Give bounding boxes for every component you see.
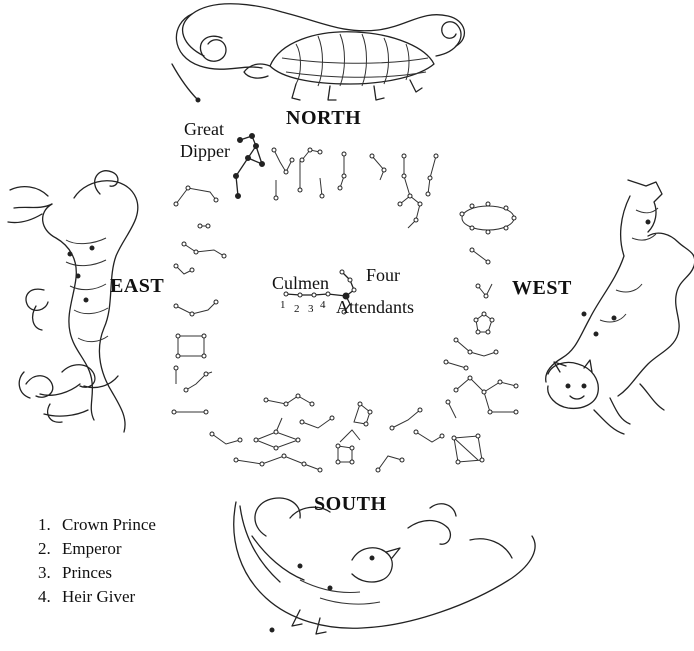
- east-label: EAST: [110, 276, 164, 296]
- culmen-number-3: 3: [308, 304, 314, 315]
- great-dipper-label-line2: Dipper: [180, 142, 230, 160]
- legend-text: Princes: [62, 563, 112, 582]
- culmen-label: Culmen: [272, 274, 329, 292]
- tiger-icon: [546, 180, 694, 434]
- legend: 1.Crown Prince 2.Emperor 3.Princes 4.Hei…: [38, 513, 156, 609]
- west-label: WEST: [512, 278, 572, 298]
- legend-item: 3.Princes: [38, 561, 156, 585]
- four-attendants-label-line1: Four: [366, 266, 400, 284]
- legend-item: 1.Crown Prince: [38, 513, 156, 537]
- tortoise-snake-icon: [172, 4, 464, 102]
- great-dipper-label-line1: Great: [184, 120, 224, 138]
- legend-text: Emperor: [62, 539, 121, 558]
- legend-item: 2.Emperor: [38, 537, 156, 561]
- south-label: SOUTH: [314, 494, 387, 514]
- bird-icon: [234, 498, 535, 634]
- culmen-number-1: 1: [280, 300, 286, 311]
- legend-number: 1.: [38, 513, 62, 537]
- culmen-number-4: 4: [320, 300, 326, 311]
- legend-number: 4.: [38, 585, 62, 609]
- great-dipper-asterism: [234, 134, 265, 199]
- legend-text: Heir Giver: [62, 587, 135, 606]
- legend-number: 2.: [38, 537, 62, 561]
- dragon-icon: [8, 171, 138, 432]
- north-label: NORTH: [286, 108, 361, 128]
- legend-number: 3.: [38, 561, 62, 585]
- legend-item: 4.Heir Giver: [38, 585, 156, 609]
- four-attendants-label-line2: Attendants: [336, 298, 414, 316]
- legend-text: Crown Prince: [62, 515, 156, 534]
- culmen-number-2: 2: [294, 304, 300, 315]
